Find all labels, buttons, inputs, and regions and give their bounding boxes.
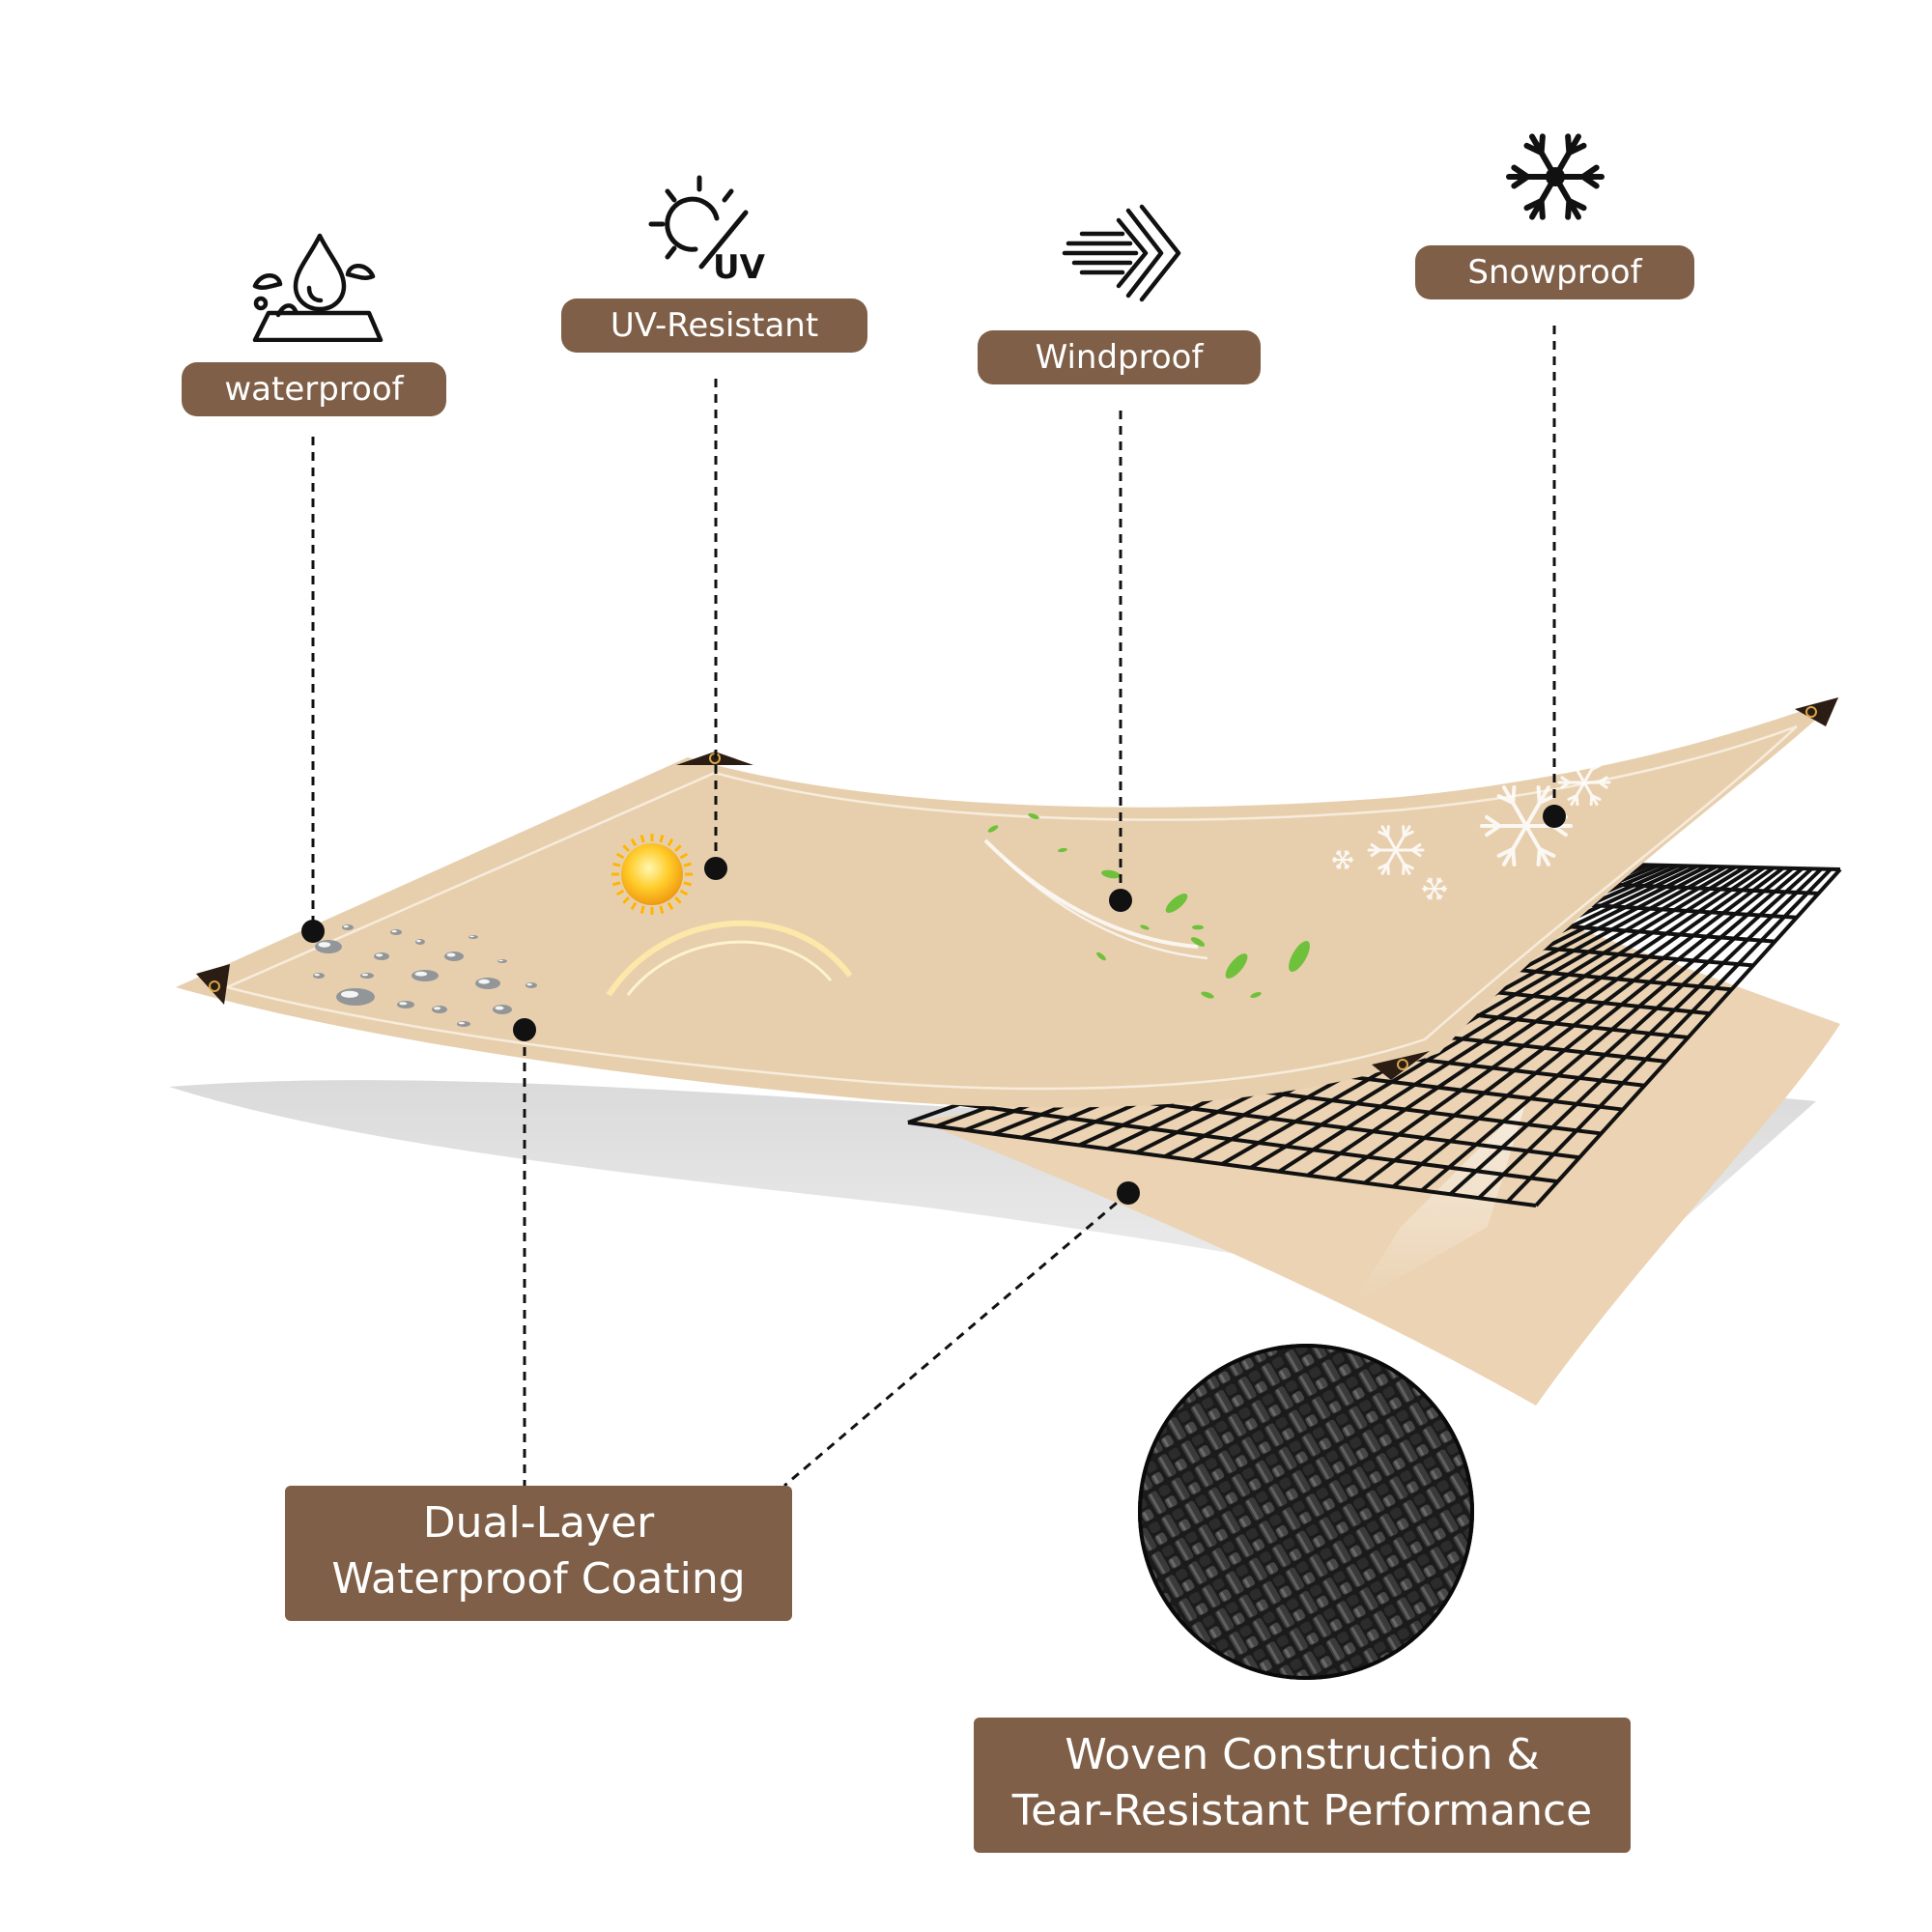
uv-icon-text: UV <box>713 248 766 282</box>
water-drop-icon <box>252 233 384 342</box>
callout-woven-construction: Woven Construction & Tear-Resistant Perf… <box>974 1718 1631 1853</box>
tarp-seam <box>223 724 1798 1091</box>
tarp-front-layer <box>176 697 1840 1108</box>
snow-graphic <box>1332 740 1611 900</box>
woven-fabric-closeup <box>1138 1344 1474 1680</box>
callout-dual-layer-coating: Dual-Layer Waterproof Coating <box>285 1486 792 1621</box>
label-uv-resistant: UV-Resistant <box>561 298 867 353</box>
connector-lines <box>311 326 1556 1488</box>
callout-coating-line1: Dual-Layer <box>422 1498 655 1548</box>
water-droplets <box>313 924 537 1027</box>
label-windproof: Windproof <box>978 330 1261 384</box>
light-beam <box>1352 1101 1526 1304</box>
wind-graphic <box>983 812 1310 999</box>
callout-woven-line1: Woven Construction & <box>1065 1730 1540 1779</box>
label-waterproof: waterproof <box>182 362 446 416</box>
callout-coating-line2: Waterproof Coating <box>331 1554 746 1604</box>
sun-uv-icon: UV <box>648 175 766 282</box>
wind-icon <box>1062 204 1181 302</box>
snowflake-icon <box>1506 133 1605 220</box>
connector-dots <box>301 805 1566 1205</box>
label-snowproof: Snowproof <box>1415 245 1694 299</box>
callout-woven-line2: Tear-Resistant Performance <box>1011 1786 1593 1835</box>
sun-graphic <box>606 834 853 997</box>
